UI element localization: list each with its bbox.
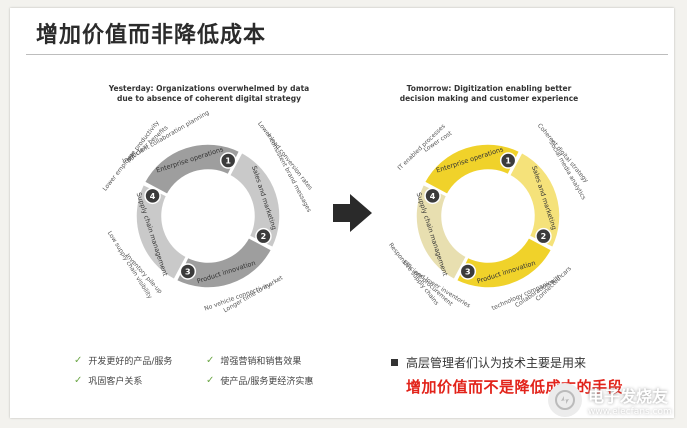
title-divider bbox=[26, 54, 668, 55]
checkmark-icon: ✓ bbox=[74, 355, 83, 366]
checkmark-icon: ✓ bbox=[206, 355, 215, 366]
bullet-text: 高层管理者们认为技术主要是用来 bbox=[406, 356, 587, 370]
step-number-badge: 4 bbox=[144, 187, 161, 205]
bullet-statement: 高层管理者们认为技术主要是用来 bbox=[391, 354, 586, 371]
step-number: 3 bbox=[465, 267, 471, 276]
step-number-badge: 3 bbox=[179, 263, 197, 280]
legend-item-4: ✓ 使产品/服务更经济实惠 bbox=[206, 374, 313, 387]
left-caption-line2: due to absence of coherent digital strat… bbox=[116, 94, 302, 103]
step-number: 2 bbox=[541, 232, 547, 241]
watermark-logo-icon bbox=[548, 383, 582, 417]
watermark-url: www.elecfans.com bbox=[588, 407, 672, 417]
legend-item-1: ✓ 开发更好的产品/服务 bbox=[74, 354, 172, 367]
step-number: 4 bbox=[430, 192, 436, 201]
step-number-badge: 2 bbox=[535, 227, 552, 245]
step-number-badge: 4 bbox=[424, 187, 441, 205]
slide: 增加价值而非降低成本 Yesterday: Organizations over… bbox=[10, 8, 674, 418]
step-number: 1 bbox=[225, 157, 231, 166]
step-number-badge: 1 bbox=[499, 152, 517, 169]
step-number: 1 bbox=[505, 157, 511, 166]
legend-label: 增强营销和销售效果 bbox=[220, 357, 302, 367]
right-caption-line2: decision making and customer experience bbox=[399, 94, 579, 103]
step-number-badge: 2 bbox=[255, 227, 272, 245]
step-number: 4 bbox=[150, 192, 156, 201]
step-number-badge: 1 bbox=[219, 152, 237, 169]
step-number-badge: 3 bbox=[459, 263, 477, 280]
left-caption-line1: Yesterday: Organizations overwhelmed by … bbox=[108, 84, 310, 93]
checkmark-icon: ✓ bbox=[206, 375, 215, 386]
page-title: 增加价值而非降低成本 bbox=[36, 23, 267, 48]
watermark: 电子发烧友 www.elecfans.com bbox=[548, 383, 672, 417]
left-caption: Yesterday: Organizations overwhelmed by … bbox=[94, 84, 324, 104]
right-caption: Tomorrow: Digitization enabling better d… bbox=[374, 84, 604, 104]
checkmark-icon: ✓ bbox=[74, 375, 83, 386]
legend-item-2: ✓ 增强营销和销售效果 bbox=[206, 354, 301, 367]
legend-label: 开发更好的产品/服务 bbox=[88, 357, 173, 367]
legend-label: 使产品/服务更经济实惠 bbox=[220, 377, 314, 387]
square-bullet-icon bbox=[391, 359, 398, 366]
watermark-name: 电子发烧友 bbox=[588, 387, 669, 406]
legend-label: 巩固客户关系 bbox=[88, 377, 143, 387]
step-number: 3 bbox=[185, 267, 191, 276]
right-caption-line1: Tomorrow: Digitization enabling better bbox=[406, 84, 572, 93]
step-number: 2 bbox=[261, 232, 267, 241]
legend-item-3: ✓ 巩固客户关系 bbox=[74, 374, 142, 387]
right-arrow-icon bbox=[333, 194, 372, 232]
